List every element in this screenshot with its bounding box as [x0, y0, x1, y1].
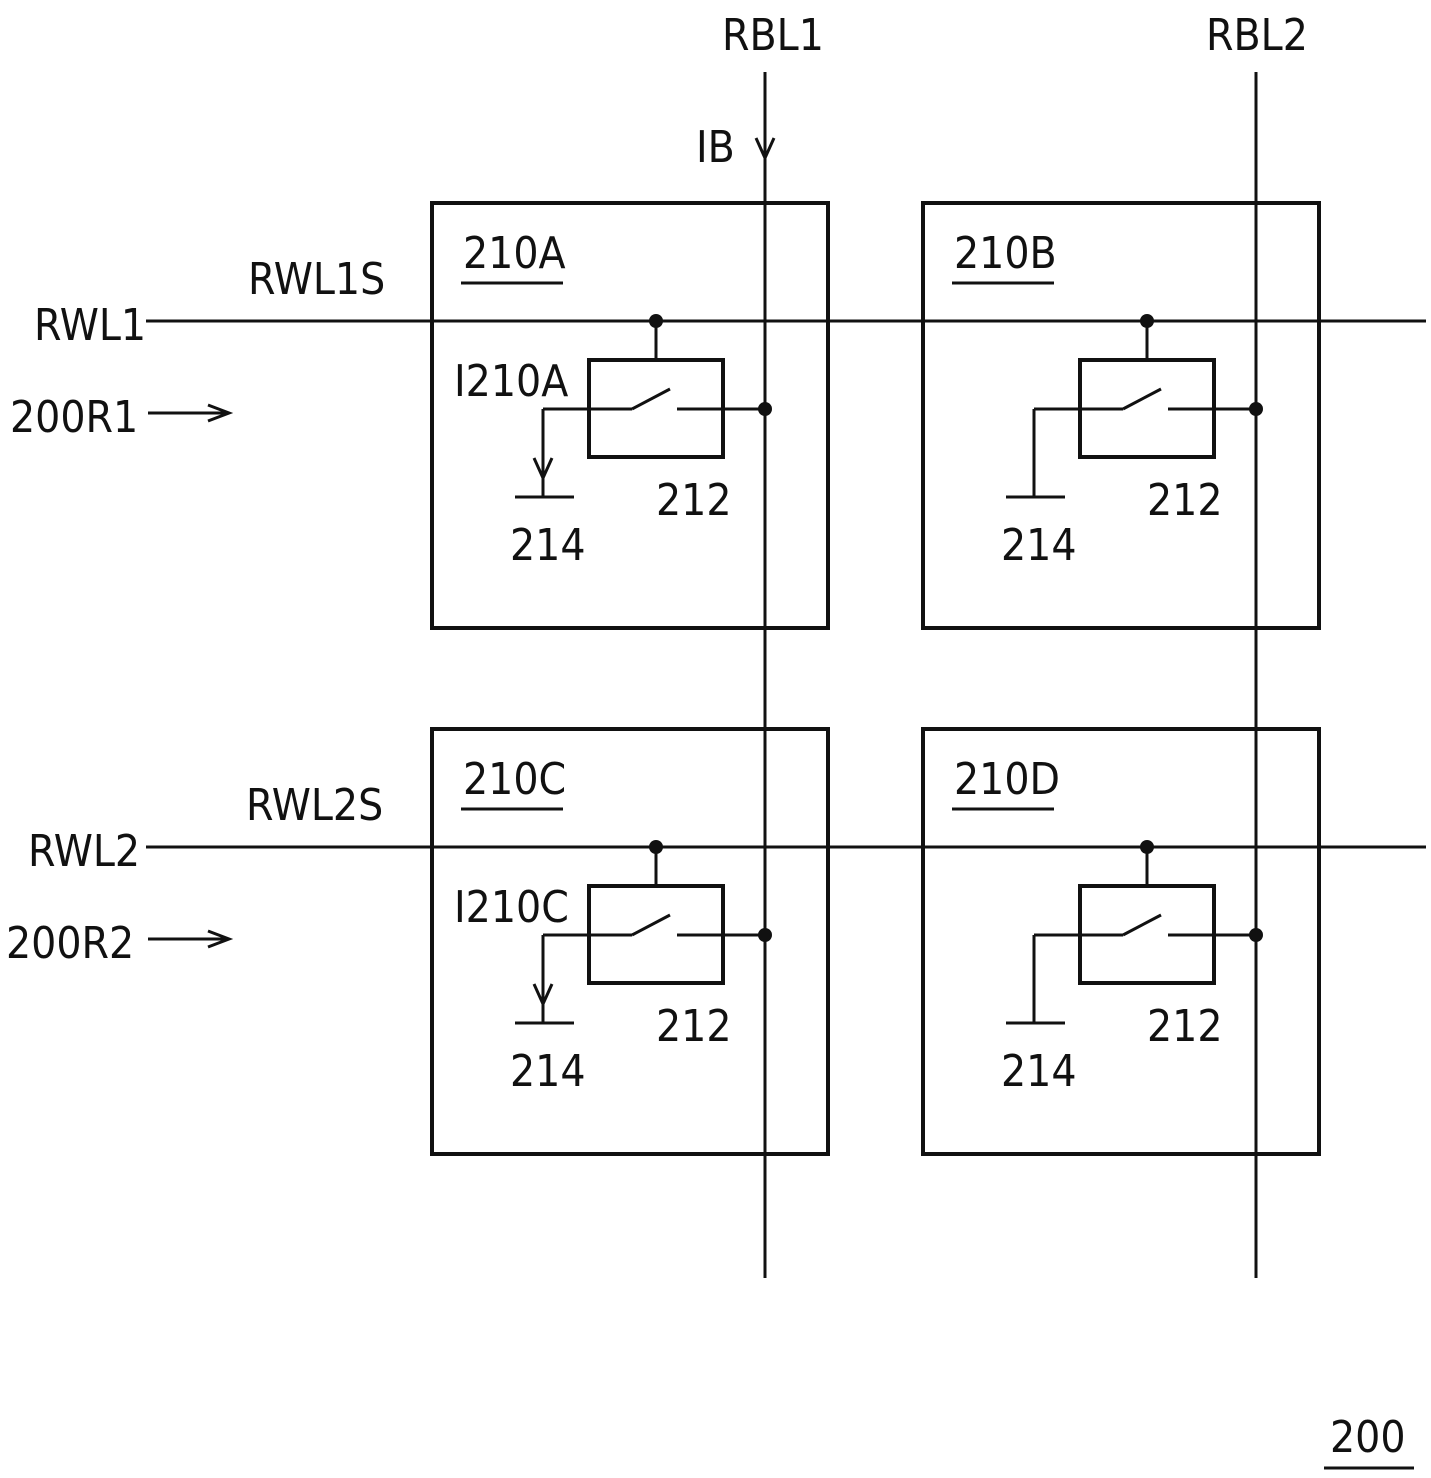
- memory-cell-210b: 210B 212 214: [921, 201, 1321, 630]
- switch-212: [1034, 884, 1256, 985]
- bit-line-rbl1-label: RBL1: [722, 10, 824, 61]
- cell-210b-switch-label: 212: [1147, 475, 1223, 526]
- row-arrow-200r1: [148, 403, 234, 423]
- cell-210b-id: 210B: [954, 228, 1057, 279]
- word-line-rwl2-label: RWL2: [28, 826, 140, 877]
- cell-210a-ground-label: 214: [510, 520, 586, 571]
- switch-212: [543, 884, 765, 985]
- bit-line-junction-dot: [758, 402, 772, 416]
- cell-210d-id: 210D: [954, 754, 1060, 805]
- switch-212: [1034, 358, 1256, 459]
- cell-210c-id: 210C: [463, 754, 566, 805]
- memory-cell-210c: 210C I210C 212 214: [430, 727, 830, 1156]
- current-label-ib: IB: [696, 122, 735, 173]
- row-label-200r2: 200R2: [6, 918, 134, 969]
- row-label-200r1: 200R1: [10, 392, 138, 443]
- cell-210a-id: 210A: [463, 228, 566, 279]
- cell-210c-current-label: I210C: [454, 882, 569, 933]
- cell-210b-boundary: [921, 201, 1321, 630]
- word-line-rwl1-label: RWL1: [34, 300, 146, 351]
- bit-line-junction-dot: [1249, 402, 1263, 416]
- bit-line-junction-dot: [758, 928, 772, 942]
- bit-line-junction-dot: [1249, 928, 1263, 942]
- cell-210c-ground-label: 214: [510, 1046, 586, 1097]
- cell-210c-boundary: [430, 727, 830, 1156]
- cell-210a-current-label: I210A: [454, 356, 568, 407]
- switch-212: [543, 358, 765, 459]
- current-arrow-ib: [754, 137, 776, 162]
- cell-210a-switch-label: 212: [656, 475, 732, 526]
- cell-210d-boundary: [921, 727, 1321, 1156]
- cell-current-arrow: [532, 983, 554, 1008]
- memory-cell-210d: 210D 212 214: [921, 727, 1321, 1156]
- word-line-rwl1s-label: RWL1S: [248, 254, 385, 305]
- row-arrow-200r2: [148, 929, 234, 949]
- cell-210b-ground-label: 214: [1001, 520, 1077, 571]
- figure-number: 200: [1330, 1412, 1406, 1463]
- word-line-rwl2s-label: RWL2S: [246, 780, 383, 831]
- bit-line-rbl2-label: RBL2: [1206, 10, 1308, 61]
- cell-210d-switch-label: 212: [1147, 1001, 1223, 1052]
- cell-210c-switch-label: 212: [656, 1001, 732, 1052]
- cell-210d-ground-label: 214: [1001, 1046, 1077, 1097]
- cell-210a-boundary: [430, 201, 830, 630]
- cell-current-arrow: [532, 457, 554, 482]
- memory-cell-210a: 210A I210A 212 214: [430, 201, 830, 630]
